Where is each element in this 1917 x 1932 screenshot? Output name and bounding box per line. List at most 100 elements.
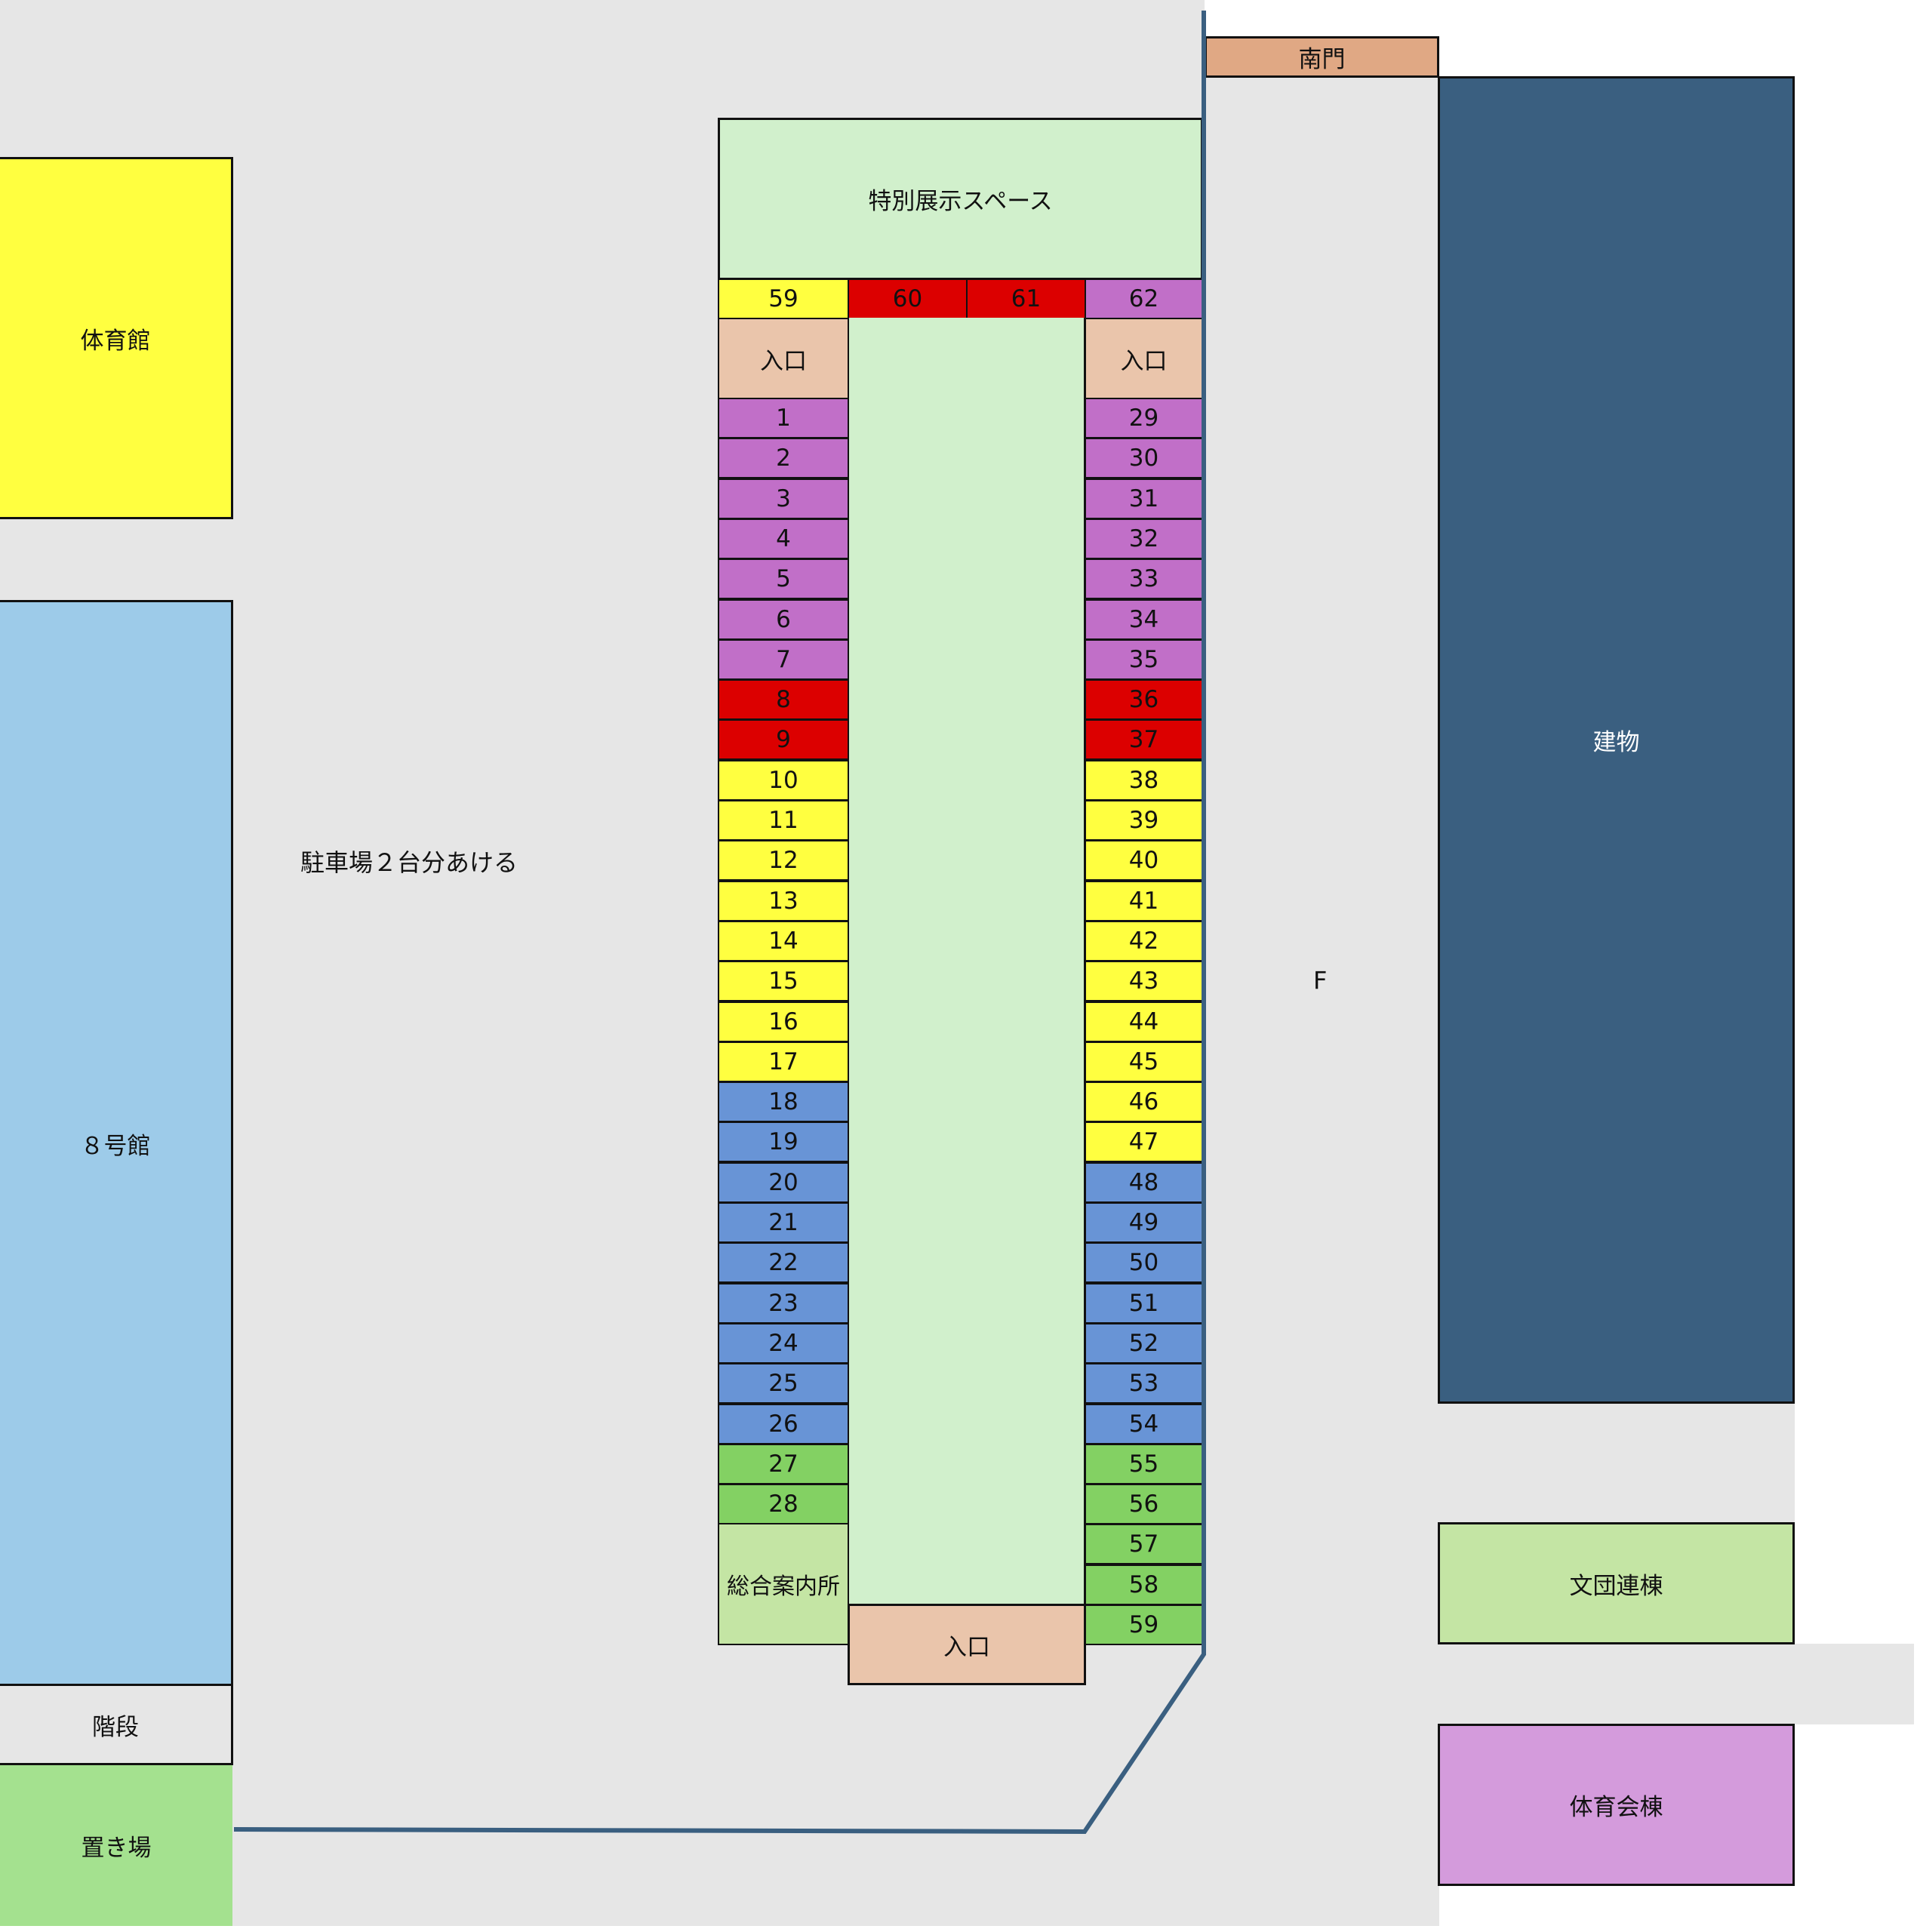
bundanren-building[interactable]: 文団連棟 [1438,1522,1795,1644]
special-exhibition-space[interactable]: 特別展示スペース [718,118,1203,280]
left-booth[interactable]: 13 [718,880,849,921]
right-booth[interactable]: 43 [1085,961,1203,1002]
left-booth[interactable]: 10 [718,759,849,801]
left-booth[interactable]: 12 [718,840,849,881]
booth-number: 60 [892,285,923,312]
right-booth[interactable]: 30 [1085,438,1203,479]
right-booth[interactable]: 44 [1085,1001,1203,1042]
parking-note: 駐車場２台分あける [300,848,518,877]
taiikukai-building[interactable]: 体育会棟 [1438,1724,1795,1886]
right-booth[interactable]: 39 [1085,800,1203,841]
taiikukai-label: 体育会棟 [1569,1794,1663,1821]
entrance-bottom[interactable]: 入口 [848,1604,1086,1685]
left-booth[interactable]: 16 [718,1001,849,1042]
right-booth[interactable]: 53 [1085,1363,1203,1404]
left-booth[interactable]: 2 [718,438,849,479]
booth-number: 28 [768,1491,798,1518]
booth-number: 48 [1128,1168,1159,1196]
booth-number: 58 [1128,1571,1159,1598]
left-booth[interactable]: 15 [718,961,849,1002]
left-booth[interactable]: 17 [718,1041,849,1082]
right-booth[interactable]: 35 [1085,638,1203,680]
inner-courtyard [848,318,1085,1605]
right-booth[interactable]: 32 [1085,518,1203,559]
right-booth[interactable]: 55 [1085,1443,1203,1484]
right-booth[interactable]: 58 [1085,1564,1203,1605]
left-booth[interactable]: 22 [718,1242,849,1284]
left-booth[interactable]: 7 [718,638,849,680]
left-booth[interactable]: 4 [718,518,849,559]
left-booth[interactable]: 8 [718,679,849,721]
booth-number: 53 [1128,1370,1159,1398]
booth-number: 39 [1128,807,1159,834]
left-booth[interactable]: 28 [718,1484,849,1525]
left-booth[interactable]: 23 [718,1282,849,1324]
left-booth[interactable]: 11 [718,800,849,841]
booth-number: 24 [768,1329,798,1357]
right-booth[interactable]: 42 [1085,920,1203,961]
right-booth[interactable]: 29 [1085,398,1203,438]
booth-number: 5 [776,565,791,593]
booth-number: 13 [768,887,798,915]
right-booth[interactable]: 48 [1085,1161,1203,1203]
right-booth[interactable]: 45 [1085,1041,1203,1082]
booth-number: 8 [776,686,791,714]
south-gate-label: 南門 [1298,46,1346,73]
left-booth[interactable]: 24 [718,1322,849,1364]
right-booth[interactable]: 52 [1085,1322,1203,1364]
left-booth[interactable]: 20 [718,1161,849,1203]
left-booth[interactable]: 5 [718,558,849,600]
right-booth[interactable]: 49 [1085,1202,1203,1243]
booth-number: 62 [1128,285,1159,312]
storage-area[interactable]: 置き場 [0,1765,232,1926]
right-booth[interactable]: 54 [1085,1403,1203,1444]
left-booth[interactable]: 14 [718,920,849,961]
booth-number: 10 [768,766,798,794]
left-booth[interactable]: 27 [718,1443,849,1484]
left-booth[interactable]: 19 [718,1121,849,1163]
entrance-left[interactable]: 入口 [718,318,849,399]
booth-number: 56 [1128,1491,1159,1518]
top-booth[interactable]: 61 [966,278,1086,319]
right-booth[interactable]: 47 [1085,1121,1203,1163]
boundary-path [233,11,1206,1835]
booth-number: 46 [1128,1088,1159,1116]
gym-building[interactable]: 体育館 [0,157,233,519]
booth-number: 14 [768,927,798,955]
main-building[interactable]: 建物 [1438,76,1795,1404]
booth-number: 12 [768,847,798,875]
right-booth[interactable]: 59 [1085,1604,1203,1645]
left-booth[interactable]: 21 [718,1202,849,1243]
right-booth[interactable]: 38 [1085,759,1203,801]
booth-number: 27 [768,1450,798,1478]
info-desk-label: 総合案内所 [727,1574,840,1600]
right-booth[interactable]: 51 [1085,1282,1203,1324]
left-booth[interactable]: 1 [718,398,849,438]
top-booth[interactable]: 59 [718,278,849,319]
left-booth[interactable]: 18 [718,1081,849,1123]
booth-number: 7 [776,645,791,673]
left-booth[interactable]: 6 [718,598,849,640]
right-booth[interactable]: 50 [1085,1242,1203,1284]
info-desk[interactable]: 総合案内所 [718,1523,849,1645]
entrance-left-label: 入口 [760,347,807,375]
right-booth[interactable]: 36 [1085,679,1203,721]
right-booth[interactable]: 40 [1085,840,1203,881]
right-booth[interactable]: 46 [1085,1081,1203,1123]
right-booth[interactable]: 34 [1085,598,1203,640]
left-booth[interactable]: 25 [718,1363,849,1404]
south-gate[interactable]: 南門 [1205,36,1439,78]
left-booth[interactable]: 26 [718,1403,849,1444]
booth-number: 43 [1128,968,1159,995]
building-8[interactable]: ８号館 [0,600,233,1684]
left-booth[interactable]: 9 [718,719,849,761]
bundanren-label: 文団連棟 [1569,1572,1663,1600]
stairs[interactable]: 階段 [0,1684,233,1765]
booth-number: 4 [776,525,791,552]
entrance-right[interactable]: 入口 [1085,318,1203,399]
booth-number: 23 [768,1289,798,1317]
right-booth[interactable]: 41 [1085,880,1203,921]
booth-number: 19 [768,1128,798,1156]
left-booth[interactable]: 3 [718,478,849,519]
